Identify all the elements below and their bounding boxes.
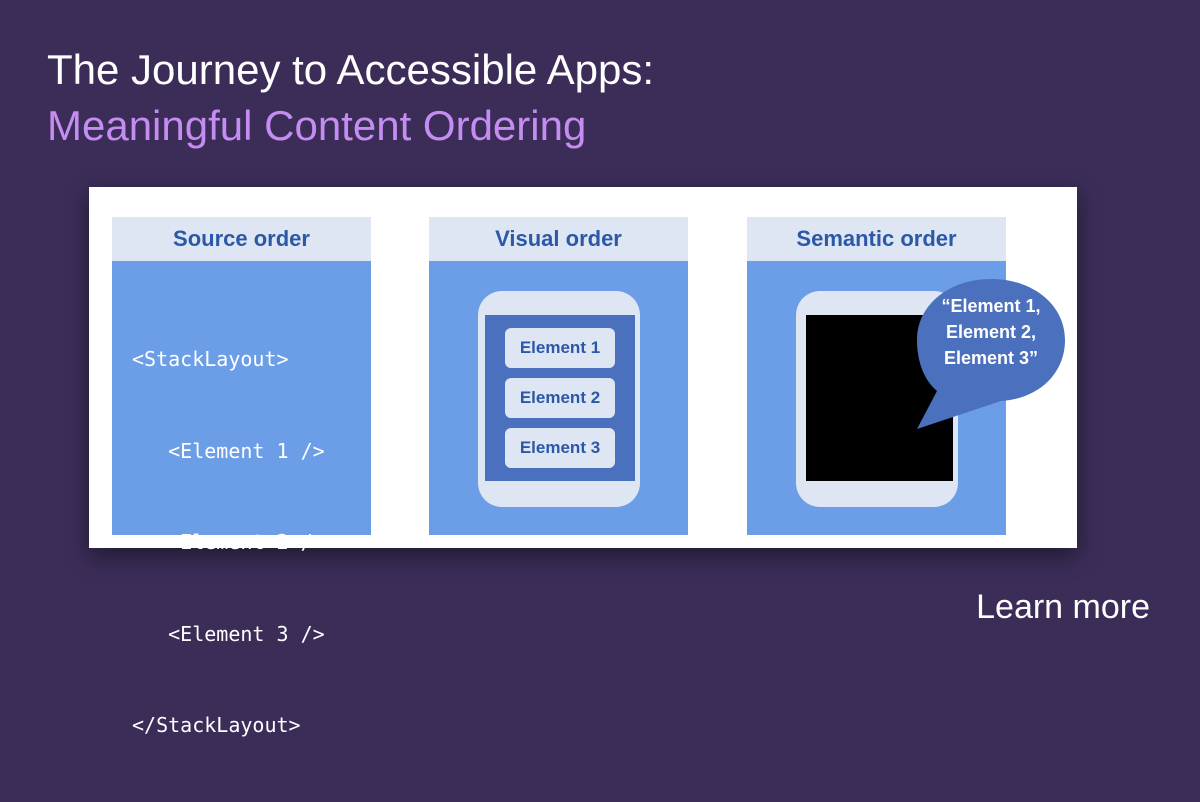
source-order-body: <StackLayout> <Element 1 /> <Element 2 /… <box>112 261 371 737</box>
speech-line: “Element 1, <box>941 296 1041 316</box>
slide-subtitle: Meaningful Content Ordering <box>47 102 587 149</box>
code-line: <StackLayout> <box>132 347 289 371</box>
semantic-order-heading: Semantic order <box>747 217 1006 261</box>
source-order-heading: Source order <box>112 217 371 261</box>
speech-bubble-text: “Element 1, Element 2, Element 3” <box>917 273 1065 391</box>
speech-line: Element 2, <box>945 322 1037 342</box>
code-block: <StackLayout> <Element 1 /> <Element 2 /… <box>132 283 325 802</box>
source-order-column: Source order <StackLayout> <Element 1 />… <box>112 217 371 737</box>
slide-title: The Journey to Accessible Apps: <box>47 46 655 93</box>
element-box: Element 2 <box>505 378 615 418</box>
phone-icon: Element 1 Element 2 Element 3 <box>478 291 640 507</box>
code-line: </StackLayout> <box>132 713 301 737</box>
code-line: <Element 1 /> <box>132 438 325 463</box>
phone-screen: Element 1 Element 2 Element 3 <box>485 315 635 481</box>
element-box: Element 3 <box>505 428 615 468</box>
visual-order-heading: Visual order <box>429 217 688 261</box>
element-box: Element 1 <box>505 328 615 368</box>
visual-order-body: Element 1 Element 2 Element 3 <box>429 261 688 535</box>
speech-bubble-icon <box>917 279 1065 429</box>
visual-order-column: Visual order Element 1 Element 2 Element… <box>429 217 688 535</box>
speech-line: Element 3” <box>943 348 1039 368</box>
learn-more-link[interactable]: Learn more <box>976 588 1150 626</box>
diagram-panel: Source order <StackLayout> <Element 1 />… <box>89 187 1077 737</box>
semantic-order-column: Semantic order “Element 1, Element 2, El… <box>747 217 1065 535</box>
code-line: <Element 2 /> <box>132 530 325 554</box>
code-line: <Element 3 /> <box>132 621 325 646</box>
